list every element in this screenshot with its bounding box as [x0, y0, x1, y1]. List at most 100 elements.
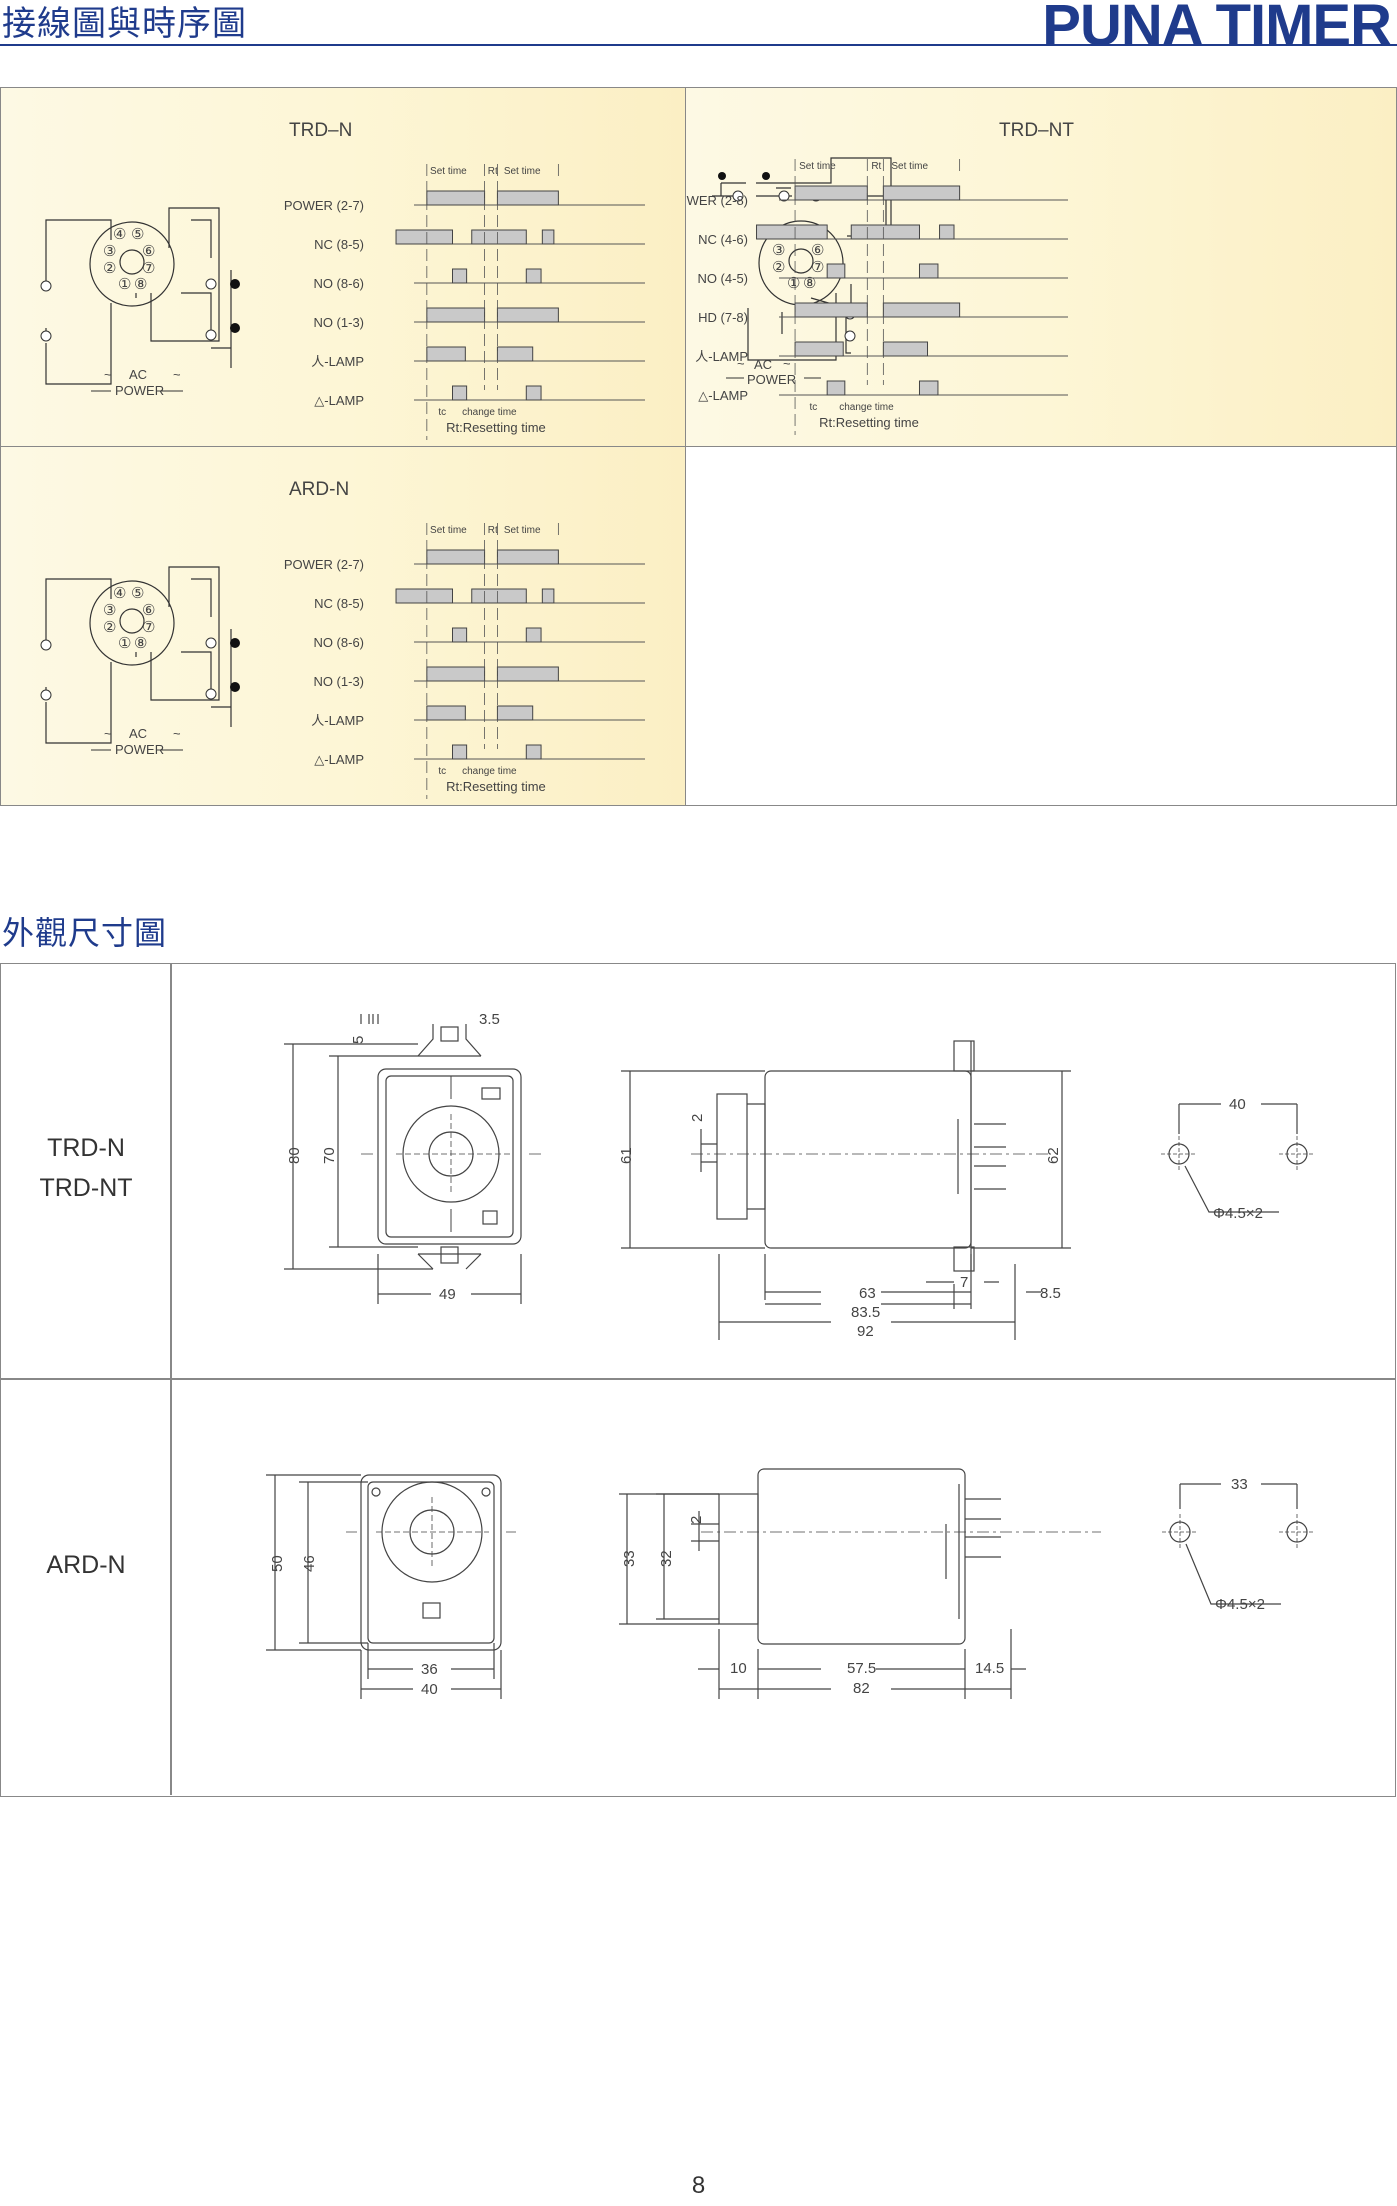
dim-61: 61: [618, 1147, 635, 1164]
dim-62: 62: [1045, 1147, 1062, 1164]
timing-chart: POWER (2-7)NC (8-5)NO (8-6)NO (1-3)人-LAM…: [284, 523, 645, 799]
pulse-nc: [541, 588, 555, 604]
pulse-nc: [395, 229, 453, 245]
timing-row-label: NC (8-5): [314, 596, 364, 611]
contact-open: [40, 330, 52, 342]
resetting-label: Rt:Resetting time: [446, 420, 546, 435]
dim-82: 82: [853, 1680, 870, 1697]
pin-number: ①: [118, 635, 131, 652]
pin-number: ⑧: [803, 275, 816, 292]
contact-dot: [762, 172, 770, 180]
socket-ring: [89, 221, 175, 307]
set-time-label: Set time: [504, 525, 541, 536]
trd-n-drawing: 3.5 5 80 70 49 61 2 62 7 63 8.5 83.5 92 …: [284, 1011, 1315, 1340]
contact-open: [40, 639, 52, 651]
pulse-no2: [426, 666, 486, 682]
contact-dot: [718, 172, 726, 180]
pin-number: ①: [118, 276, 131, 293]
rt-label: Rt: [488, 525, 498, 536]
pulse-power: [426, 190, 486, 206]
pulse-lamp: [496, 705, 534, 721]
pulse-power: [496, 549, 559, 565]
pulse-lamp: [794, 341, 844, 357]
tc-label: tc: [438, 407, 446, 418]
pin-number: ②: [772, 259, 785, 276]
pin-number: ⑤: [131, 226, 144, 243]
panel-title: TRD–N: [289, 120, 352, 141]
table-row: ARD-N: [1, 1379, 1395, 1795]
trd-nt-power-wires: [747, 284, 852, 361]
resetting-label: Rt:Resetting time: [819, 415, 919, 430]
socket-ring: [89, 580, 175, 666]
timing-row-label: 人-LAMP: [311, 713, 364, 728]
pin-number: ③: [103, 602, 116, 619]
set-time-label: Set time: [891, 161, 928, 172]
pin-number: ④: [113, 226, 126, 243]
dim-80: 80: [286, 1147, 303, 1164]
model-label-ard-n: ARD-N: [46, 1551, 126, 1579]
model-label-trd-nt: TRD-NT: [39, 1174, 133, 1202]
tc-label: tc: [438, 766, 446, 777]
panel-title: ARD-N: [289, 479, 349, 500]
pin-number: ⑦: [142, 260, 155, 277]
pin-number: ⑤: [131, 585, 144, 602]
pin-number: ⑥: [142, 243, 155, 260]
timing-row-label: HD (7-8): [698, 310, 748, 325]
tilde: ~: [173, 367, 181, 382]
timing-chart: POWER (2-8) NC (4-6) NO (4-5) HD (7-8) 人-LAM…: [668, 159, 1068, 435]
timing-row-label: POWER (2-8): [686, 193, 748, 208]
pin-number: ③: [772, 242, 785, 259]
timing-row-label: 人-LAMP: [695, 349, 748, 364]
pin-number: ③: [103, 243, 116, 260]
hole-spec: Φ4.5×2: [1215, 1596, 1265, 1613]
set-time-label: Set time: [504, 166, 541, 177]
socket-key: [119, 249, 145, 275]
timing-row-label: 人-LAMP: [311, 354, 364, 369]
lamp-dot: [230, 638, 240, 648]
table-row: TRD-N TRD-NT: [1, 964, 1395, 1378]
timing-guides: [426, 523, 559, 799]
rt-label: Rt: [488, 166, 498, 177]
timing-row-label: NO (4-5): [697, 271, 748, 286]
model-label-trd-n: TRD-N: [47, 1134, 125, 1162]
dim-2: 2: [688, 1516, 705, 1524]
pulse-nc: [541, 229, 555, 245]
dim-33: 33: [621, 1550, 638, 1567]
pulse-nc: [756, 224, 828, 240]
pulse-nc: [395, 588, 453, 604]
pulse-lamp2: [826, 380, 846, 396]
socket-key: [788, 248, 814, 274]
lamp-dot: [230, 323, 240, 333]
pin-number: ②: [103, 619, 116, 636]
timing-row-label: NO (8-6): [313, 635, 364, 650]
timing-row-label: POWER (2-7): [284, 198, 364, 213]
pulse-power: [794, 185, 868, 201]
contact-open: [205, 688, 217, 700]
header-rule: [0, 44, 1397, 46]
dim-49: 49: [439, 1286, 456, 1303]
pin-number: ⑥: [142, 602, 155, 619]
panel-title: TRD–NT: [999, 120, 1074, 141]
contact-open: [40, 689, 52, 701]
section-title-wiring: 接線圖與時序圖: [2, 4, 247, 44]
dim-3-5: 3.5: [479, 1011, 500, 1028]
contact-open: [205, 329, 217, 341]
dim-32: 32: [658, 1550, 675, 1567]
pulse-nc: [939, 224, 955, 240]
timing-row-label: △-LAMP: [698, 388, 748, 403]
pulse-lamp2: [918, 380, 939, 396]
pulse-power: [496, 190, 559, 206]
dimensions-table: TRD-N TRD-NT: [0, 963, 1396, 1797]
timing-row-label: NO (1-3): [313, 315, 364, 330]
timing-chart: POWER (2-7)NC (8-5)NO (8-6)NO (1-3)人-LAM…: [284, 164, 645, 440]
timing-row-label: NC (8-5): [314, 237, 364, 252]
timing-row-label: NC (4-6): [698, 232, 748, 247]
pulse-lamp: [426, 705, 466, 721]
tilde: ~: [173, 726, 181, 741]
page-number: 8: [691, 2172, 706, 2199]
